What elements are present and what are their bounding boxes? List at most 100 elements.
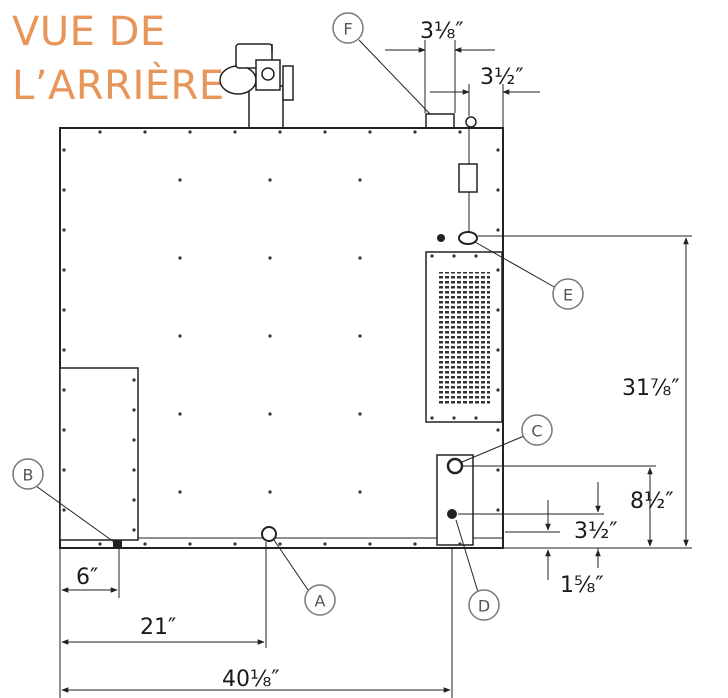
rivet-dot (268, 334, 272, 338)
dim-top-right: 3½″ (480, 65, 524, 90)
rivet-dot (188, 130, 192, 134)
title-line-2: L’ARRIÈRE (12, 63, 225, 109)
rivet-dot (458, 542, 462, 546)
rivet-dot (98, 542, 102, 546)
rivet-dot (358, 256, 362, 260)
dim-base-height: 1⅝″ (560, 573, 604, 598)
connection-a (261, 526, 277, 542)
rivet-dot (430, 254, 434, 258)
left-access-panel (59, 367, 139, 541)
rivet-dot (474, 254, 478, 258)
rivet-dot (323, 130, 327, 134)
small-port (437, 234, 445, 242)
rivet-dot (62, 188, 66, 192)
rivet-dot (496, 228, 500, 232)
rivet-dot (178, 334, 182, 338)
connection-e (458, 231, 478, 245)
rivet-dot (132, 438, 136, 442)
rivet-dot (430, 416, 434, 420)
rivet-dot (368, 542, 372, 546)
rivet-dot (62, 308, 66, 312)
rivet-dot (496, 428, 500, 432)
callout-e-label: E (563, 286, 573, 305)
burner-assembly (219, 43, 294, 129)
rivet-dot (368, 130, 372, 134)
rivet-dot (278, 130, 282, 134)
rivet-dot (413, 130, 417, 134)
dim-d-height: 3½″ (574, 519, 618, 544)
rivet-dot (496, 348, 500, 352)
rivet-dot (278, 542, 282, 546)
callout-a-label: A (315, 592, 326, 611)
rivet-dot (268, 490, 272, 494)
rivet-dot (268, 412, 272, 416)
rivet-dot (178, 178, 182, 182)
rivet-dot (496, 468, 500, 472)
rivet-dot (62, 348, 66, 352)
dim-a-offset: 21″ (140, 615, 176, 640)
rivet-dot (474, 416, 478, 420)
rivet-dot (132, 468, 136, 472)
rivet-dot (62, 508, 66, 512)
control-switch (458, 163, 478, 193)
callout-f-label: F (343, 20, 352, 39)
rivet-dot (496, 148, 500, 152)
title-line-1: VUE DE (12, 9, 166, 55)
rivet-dot (143, 542, 147, 546)
callout-d-label: D (478, 597, 490, 616)
connection-c (446, 457, 464, 475)
rivet-dot (132, 528, 136, 532)
connection-d (447, 509, 457, 519)
rivet-dot (496, 268, 500, 272)
rivet-dot (62, 228, 66, 232)
callout-f-circle (332, 12, 364, 44)
dim-total-width: 40⅛″ (222, 667, 280, 692)
callout-c-circle (521, 414, 553, 446)
connection-b (113, 540, 122, 547)
rivet-dot (358, 178, 362, 182)
rivet-dot (358, 334, 362, 338)
rivets (62, 130, 500, 546)
rivet-dot (358, 490, 362, 494)
rivet-dot (143, 130, 147, 134)
rivet-dot (132, 378, 136, 382)
rivet-dot (496, 308, 500, 312)
rivet-dot (233, 542, 237, 546)
rivet-dot (62, 428, 66, 432)
dim-b-offset: 6″ (76, 565, 98, 590)
rivet-dot (62, 388, 66, 392)
vent-grille (438, 272, 490, 404)
rivet-dot (178, 490, 182, 494)
callout-e-circle (552, 278, 584, 310)
rivet-dot (178, 256, 182, 260)
rivet-dot (323, 542, 327, 546)
rivet-dot (268, 256, 272, 260)
dim-height-total: 31⅞″ (622, 376, 680, 401)
rivet-dot (496, 188, 500, 192)
rivet-dot (98, 130, 102, 134)
flue-outlet-f (425, 113, 455, 129)
callout-a-circle (304, 584, 336, 616)
callout-d-circle (468, 589, 500, 621)
rivet-dot (178, 412, 182, 416)
dim-f-width: 3⅛″ (420, 19, 464, 44)
top-connector (465, 116, 477, 128)
callout-c-label: C (531, 422, 542, 441)
callout-b-label: B (23, 466, 34, 485)
rivet-dot (496, 388, 500, 392)
rivet-dot (188, 542, 192, 546)
rivet-dot (62, 468, 66, 472)
rivet-dot (452, 254, 456, 258)
rivet-dot (496, 508, 500, 512)
dimension-lines (35, 39, 692, 698)
rivet-dot (132, 408, 136, 412)
rivet-dot (413, 542, 417, 546)
rivet-dot (268, 178, 272, 182)
rivet-dot (132, 498, 136, 502)
rivet-dot (358, 412, 362, 416)
rivet-dot (452, 416, 456, 420)
dim-c-height: 8½″ (630, 489, 674, 514)
callout-b-circle (12, 458, 44, 490)
rivet-dot (458, 130, 462, 134)
